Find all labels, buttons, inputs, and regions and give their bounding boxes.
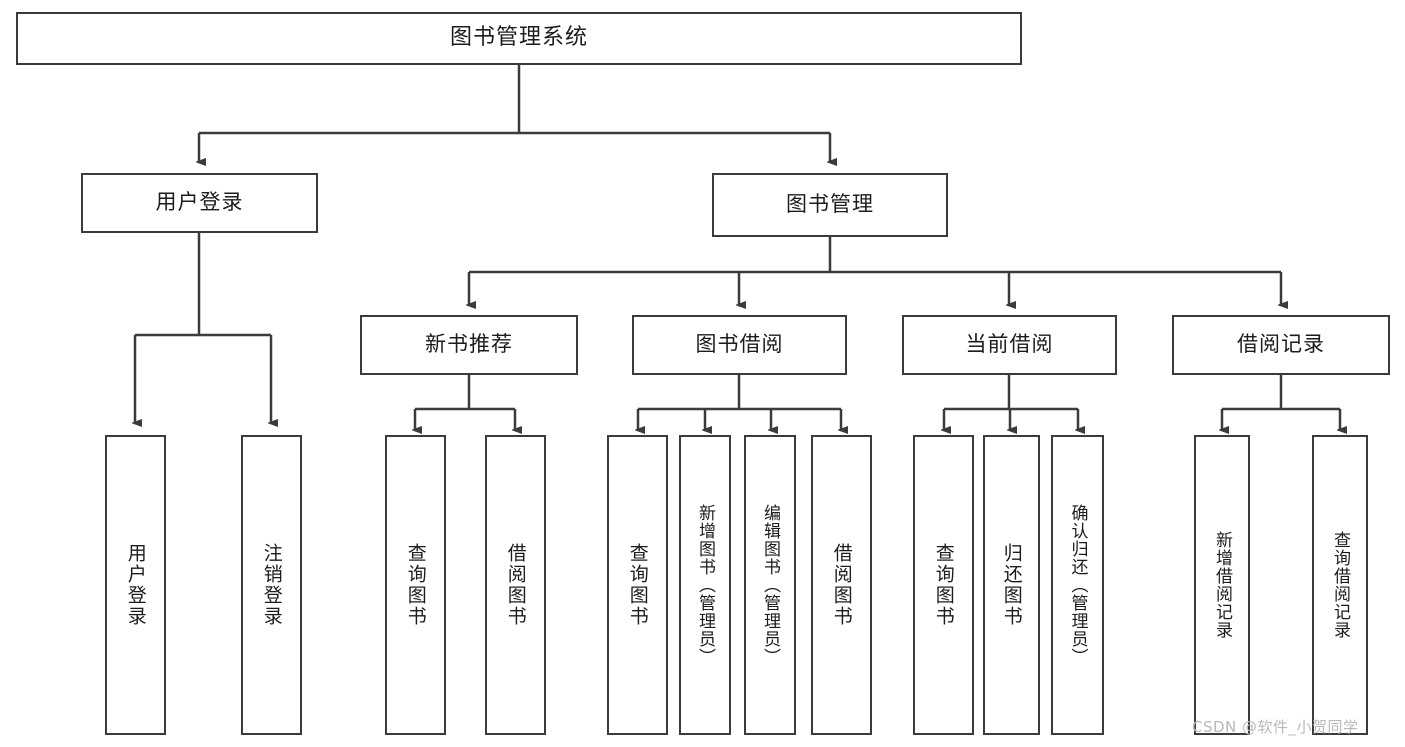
leaf-label: 查询图书 — [626, 543, 649, 627]
node-book-borrow[interactable]: 图书借阅 — [632, 315, 847, 375]
node-new-book-recommend[interactable]: 新书推荐 — [360, 315, 578, 375]
node-current-borrow-label: 当前借阅 — [965, 332, 1054, 357]
node-book-borrow-label: 图书借阅 — [695, 332, 784, 357]
node-new-book-recommend-label: 新书推荐 — [425, 332, 513, 357]
leaf-new-book-borrow[interactable]: 借阅图书 — [485, 435, 546, 735]
leaf-current-borrow-query[interactable]: 查询图书 — [913, 435, 974, 735]
leaf-label: 归还图书 — [1000, 543, 1023, 627]
node-current-borrow[interactable]: 当前借阅 — [902, 315, 1117, 375]
leaf-label: 编辑图书（管理员） — [760, 504, 781, 666]
leaf-borrow-record-add[interactable]: 新增借阅记录 — [1194, 435, 1250, 735]
node-root-label: 图书管理系统 — [449, 25, 588, 51]
leaf-label: 借阅图书 — [830, 543, 853, 627]
leaf-book-borrow-edit[interactable]: 编辑图书（管理员） — [744, 435, 796, 735]
leaf-label: 新增图书（管理员） — [695, 504, 716, 666]
node-user-login-label: 用户登录 — [155, 190, 244, 215]
csdn-watermark: CSDN @软件_小贺同学 — [1192, 718, 1359, 736]
leaf-label: 查询图书 — [404, 543, 427, 627]
leaf-book-borrow-borrow[interactable]: 借阅图书 — [811, 435, 872, 735]
node-user-login[interactable]: 用户登录 — [81, 173, 318, 233]
leaf-borrow-record-query[interactable]: 查询借阅记录 — [1312, 435, 1368, 735]
leaf-new-book-query[interactable]: 查询图书 — [385, 435, 446, 735]
leaf-user-login-login[interactable]: 用户登录 — [105, 435, 166, 735]
leaf-current-borrow-return[interactable]: 归还图书 — [983, 435, 1040, 735]
leaf-label: 借阅图书 — [504, 543, 527, 627]
leaf-label: 用户登录 — [124, 543, 147, 627]
leaf-user-login-logout[interactable]: 注销登录 — [241, 435, 302, 735]
leaf-label: 注销登录 — [260, 543, 283, 627]
node-book-management-label: 图书管理 — [786, 192, 874, 217]
leaf-book-borrow-add[interactable]: 新增图书（管理员） — [679, 435, 731, 735]
node-book-management[interactable]: 图书管理 — [712, 173, 948, 237]
node-root[interactable]: 图书管理系统 — [16, 12, 1022, 65]
leaf-label: 查询图书 — [932, 543, 955, 627]
node-borrow-record[interactable]: 借阅记录 — [1172, 315, 1390, 375]
leaf-book-borrow-query[interactable]: 查询图书 — [607, 435, 668, 735]
node-borrow-record-label: 借阅记录 — [1237, 332, 1325, 357]
leaf-current-borrow-confirm-return[interactable]: 确认归还（管理员） — [1051, 435, 1104, 735]
leaf-label: 查询借阅记录 — [1330, 531, 1351, 639]
leaf-label: 新增借阅记录 — [1212, 531, 1233, 639]
leaf-label: 确认归还（管理员） — [1067, 504, 1088, 666]
